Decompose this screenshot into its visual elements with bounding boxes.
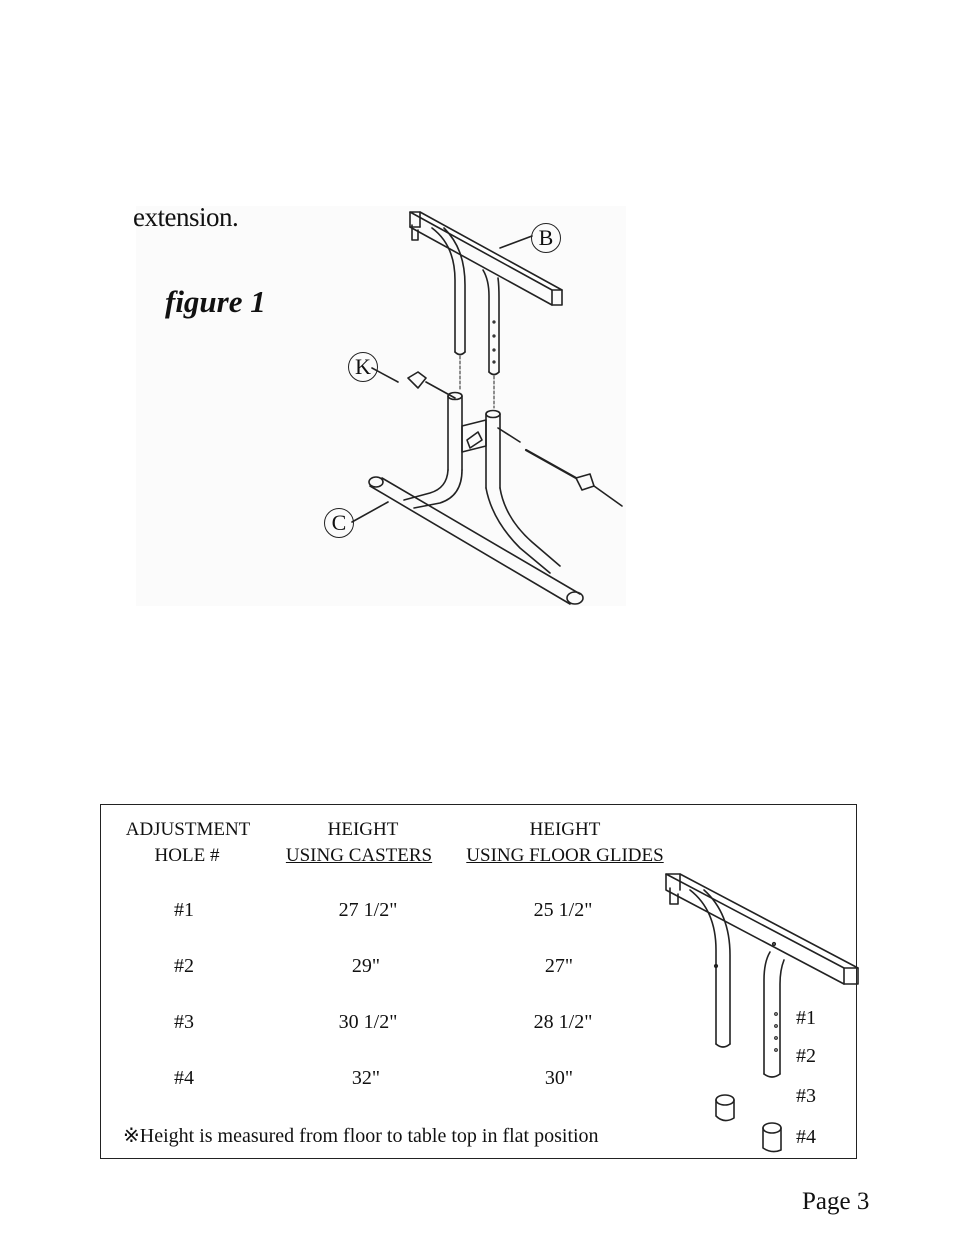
row-3-casters: 30 1/2" <box>339 1011 398 1034</box>
foot-bar-c <box>369 477 583 604</box>
row-1-glides: 25 1/2" <box>534 899 593 922</box>
row-2-hole: #2 <box>174 955 194 978</box>
hole-label-1: #1 <box>796 1007 816 1030</box>
header-adjustment: ADJUSTMENT <box>126 819 251 841</box>
hole-label-4: #4 <box>796 1126 816 1149</box>
hole-label-3: #3 <box>796 1085 816 1108</box>
hole-label-2: #2 <box>796 1045 816 1068</box>
height-adjustment-table: ADJUSTMENT HOLE # HEIGHT USING CASTERS H… <box>100 804 857 1159</box>
header-hole: HOLE # <box>155 845 220 867</box>
page-number: Page 3 <box>802 1188 869 1216</box>
header-height-casters: HEIGHT <box>328 819 399 841</box>
header-height-glides: HEIGHT <box>530 819 601 841</box>
callout-k: K <box>348 352 378 382</box>
row-4-hole: #4 <box>174 1067 194 1090</box>
row-2-casters: 29" <box>352 955 380 978</box>
row-3-glides: 28 1/2" <box>534 1011 593 1034</box>
row-1-hole: #1 <box>174 899 194 922</box>
row-4-casters: 32" <box>352 1067 380 1090</box>
callout-b: B <box>531 223 561 253</box>
row-4-glides: 30" <box>545 1067 573 1090</box>
row-2-glides: 27" <box>545 955 573 978</box>
header-using-casters: USING CASTERS <box>286 845 432 867</box>
callout-c: C <box>324 508 354 538</box>
header-using-floor-glides: USING FLOOR GLIDES <box>466 845 663 867</box>
row-1-casters: 27 1/2" <box>339 899 398 922</box>
row-3-hole: #3 <box>174 1011 194 1034</box>
height-note: ※Height is measured from floor to table … <box>123 1123 599 1148</box>
